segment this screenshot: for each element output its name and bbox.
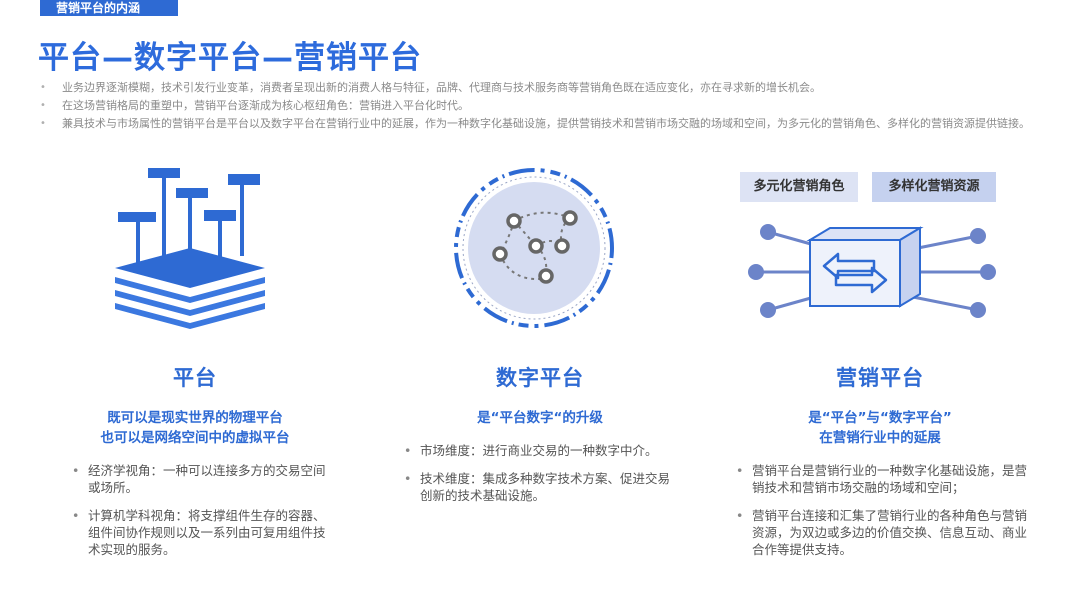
column-title: 平台 bbox=[173, 366, 217, 390]
bullet-item: 技术维度：集成多种数字技术方案、促进交易创新的技术基础设施。 bbox=[404, 470, 674, 504]
subtitle-line: 是“平台数字“的升级 bbox=[477, 410, 603, 426]
platform-layers-icon bbox=[100, 160, 280, 335]
bullet-item: 经济学视角：一种可以连接多方的交易空间或场所。 bbox=[72, 462, 332, 496]
subtitle-line: 是“平台”与“数字平台” bbox=[808, 410, 952, 426]
column-platform: 平台 既可以是现实世界的物理平台 也可以是网络空间中的虚拟平台 bbox=[60, 362, 330, 448]
section-tag: 营销平台的内涵 bbox=[40, 0, 178, 16]
subtitle-line: 在营销行业中的延展 bbox=[819, 430, 941, 446]
bullet-item: 计算机学科视角：将支撑组件生存的容器、组件间协作规则以及一系列由可复用组件技术实… bbox=[72, 507, 332, 558]
page-title: 平台—数字平台—营销平台 bbox=[38, 40, 422, 76]
bullet-item: 营销平台是营销行业的一种数字化基础设施，是营销技术和营销市场交融的场域和空间； bbox=[736, 462, 1036, 496]
marketing-connector-icon bbox=[738, 210, 1000, 330]
column-subtitle: 是“平台”与“数字平台” 在营销行业中的延展 bbox=[745, 408, 1015, 448]
subtitle-line: 既可以是现实世界的物理平台 bbox=[107, 410, 283, 426]
column-marketing-platform: 营销平台 是“平台”与“数字平台” 在营销行业中的延展 bbox=[745, 362, 1015, 448]
column-subtitle: 是“平台数字“的升级 bbox=[400, 408, 680, 428]
intro-item: 兼具技术与市场属性的营销平台是平台以及数字平台在营销行业中的延展，作为一种数字化… bbox=[38, 116, 1058, 132]
resources-badge: 多样化营销资源 bbox=[872, 172, 996, 202]
arrow-exchange-icon bbox=[822, 252, 888, 294]
intro-list: 业务边界逐渐模糊，技术引发行业变革，消费者呈现出新的消费人格与特征，品牌、代理商… bbox=[38, 80, 1058, 134]
column-platform-bullets: 经济学视角：一种可以连接多方的交易空间或场所。 计算机学科视角：将支撑组件生存的… bbox=[72, 462, 332, 569]
column-subtitle: 既可以是现实世界的物理平台 也可以是网络空间中的虚拟平台 bbox=[60, 408, 330, 448]
bullet-item: 营销平台连接和汇集了营销行业的各种角色与营销资源，为双边或多边的价值交换、信息互… bbox=[736, 507, 1036, 558]
subtitle-line: 也可以是网络空间中的虚拟平台 bbox=[100, 430, 290, 446]
column-digital-platform: 数字平台 是“平台数字“的升级 bbox=[400, 362, 680, 428]
digital-network-icon bbox=[452, 166, 616, 330]
column-digital-platform-bullets: 市场维度：进行商业交易的一种数字中介。 技术维度：集成多种数字技术方案、促进交易… bbox=[404, 442, 674, 515]
intro-item: 业务边界逐渐模糊，技术引发行业变革，消费者呈现出新的消费人格与特征，品牌、代理商… bbox=[38, 80, 1058, 96]
intro-item: 在这场营销格局的重塑中，营销平台逐渐成为核心枢纽角色：营销进入平台化时代。 bbox=[38, 98, 1058, 114]
bullet-item: 市场维度：进行商业交易的一种数字中介。 bbox=[404, 442, 674, 459]
column-title: 数字平台 bbox=[496, 366, 584, 390]
roles-badge: 多元化营销角色 bbox=[740, 172, 858, 202]
column-marketing-platform-bullets: 营销平台是营销行业的一种数字化基础设施，是营销技术和营销市场交融的场域和空间； … bbox=[736, 462, 1036, 569]
column-title: 营销平台 bbox=[836, 366, 924, 390]
